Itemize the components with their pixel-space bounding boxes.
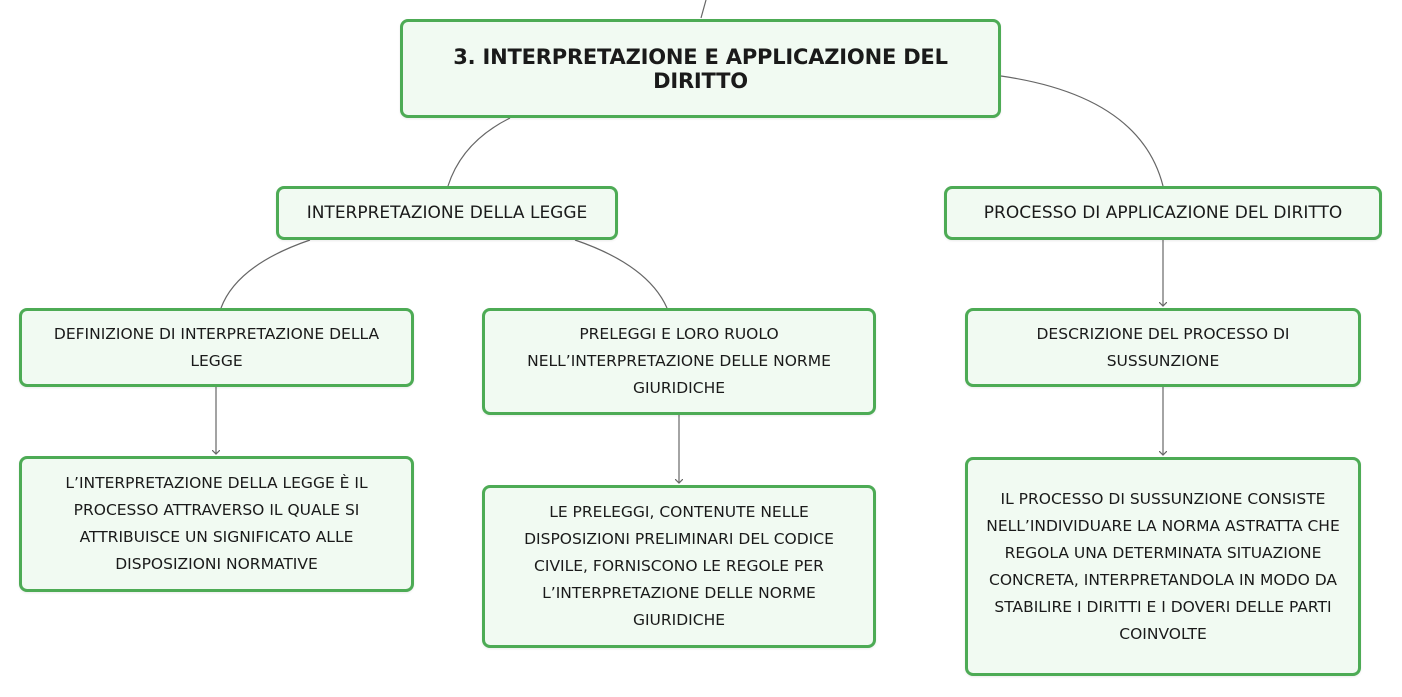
node-interpretazione-legge-label: INTERPRETAZIONE DELLA LEGGE — [306, 203, 588, 223]
connector-root-to-interpretazione — [447, 117, 511, 187]
node-sussunzione-detail[interactable]: IL PROCESSO DI SUSSUNZIONE CONSISTE NELL… — [965, 457, 1361, 676]
node-processo-applicazione[interactable]: PROCESSO DI APPLICAZIONE DEL DIRITTO — [944, 186, 1382, 240]
node-preleggi-detail-text: LE PRELEGGI, CONTENUTE NELLE DISPOSIZION… — [524, 503, 834, 629]
root-node[interactable]: 3. INTERPRETAZIONE E APPLICAZIONE DEL DI… — [400, 19, 1001, 118]
node-descrizione-sussunzione[interactable]: DESCRIZIONE DEL PROCESSO DI SUSSUNZIONE — [965, 308, 1361, 387]
node-sussunzione-detail-text: IL PROCESSO DI SUSSUNZIONE CONSISTE NELL… — [986, 489, 1340, 643]
node-interpretazione-legge[interactable]: INTERPRETAZIONE DELLA LEGGE — [276, 186, 618, 240]
node-preleggi-ruolo[interactable]: PRELEGGI E LORO RUOLO NELL’INTERPRETAZIO… — [482, 308, 876, 415]
node-descrizione-sussunzione-label: DESCRIZIONE DEL PROCESSO DI SUSSUNZIONE — [1036, 324, 1290, 370]
connector-interpretazione-to-preleggi — [574, 239, 668, 309]
connector-interpretazione-to-definizione — [220, 239, 311, 309]
node-definizione-interpretazione-label: DEFINIZIONE DI INTERPRETAZIONE DELLA LEG… — [53, 324, 380, 370]
connector-top-incoming — [700, 0, 707, 19]
node-definizione-detail[interactable]: L’INTERPRETAZIONE DELLA LEGGE È IL PROCE… — [19, 456, 414, 592]
node-definizione-detail-text: L’INTERPRETAZIONE DELLA LEGGE È IL PROCE… — [65, 474, 368, 573]
root-node-label: 3. INTERPRETAZIONE E APPLICAZIONE DEL DI… — [453, 44, 948, 93]
node-processo-applicazione-label: PROCESSO DI APPLICAZIONE DEL DIRITTO — [983, 203, 1343, 223]
node-definizione-interpretazione[interactable]: DEFINIZIONE DI INTERPRETAZIONE DELLA LEG… — [19, 308, 414, 387]
connector-root-to-applicazione — [1000, 75, 1164, 187]
node-preleggi-detail[interactable]: LE PRELEGGI, CONTENUTE NELLE DISPOSIZION… — [482, 485, 876, 648]
node-preleggi-ruolo-label: PRELEGGI E LORO RUOLO NELL’INTERPRETAZIO… — [527, 325, 831, 397]
